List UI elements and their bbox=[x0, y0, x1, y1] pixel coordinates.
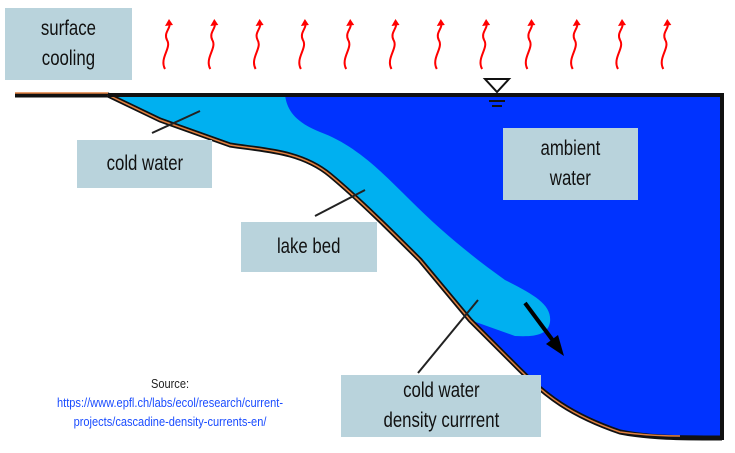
heat-arrow-icon bbox=[524, 19, 536, 70]
heat-arrow-icon bbox=[388, 19, 400, 70]
flow-arrow-icon bbox=[523, 301, 564, 356]
source-label: Source: bbox=[150, 376, 190, 391]
cold-water-region bbox=[108, 95, 551, 337]
heat-arrow-icon bbox=[570, 19, 581, 70]
heat-arrows bbox=[162, 19, 672, 70]
density-current-label: cold water density currrent bbox=[341, 375, 541, 437]
ambient-water-label: ambient water bbox=[503, 128, 638, 200]
surface-cooling-label: surface cooling bbox=[5, 8, 132, 80]
heat-arrow-icon bbox=[162, 19, 173, 70]
heat-arrow-icon bbox=[615, 19, 626, 70]
lake-bed-label: lake bed bbox=[241, 222, 377, 272]
lake-bed-leader bbox=[314, 189, 366, 217]
heat-arrow-icon bbox=[343, 19, 355, 70]
cold-water-label: cold water bbox=[77, 140, 212, 188]
density-current-leader bbox=[417, 299, 479, 374]
source-link-line1[interactable]: https://www.epfl.ch/labs/ecol/research/c… bbox=[56, 395, 283, 410]
heat-arrow-icon bbox=[207, 19, 219, 70]
source-citation: Source: https://www.epfl.ch/labs/ecol/re… bbox=[20, 374, 320, 431]
heat-arrow-icon bbox=[298, 19, 309, 70]
source-link-line2[interactable]: projects/cascadine-density-currents-en/ bbox=[73, 414, 267, 429]
water-level-icon bbox=[482, 78, 512, 107]
heat-arrow-icon bbox=[434, 19, 445, 70]
heat-arrow-icon bbox=[253, 19, 264, 70]
cold-water-leader bbox=[151, 110, 201, 134]
heat-arrow-icon bbox=[660, 19, 672, 70]
lake-bed-sediment bbox=[15, 92, 681, 437]
heat-arrow-icon bbox=[479, 19, 491, 70]
